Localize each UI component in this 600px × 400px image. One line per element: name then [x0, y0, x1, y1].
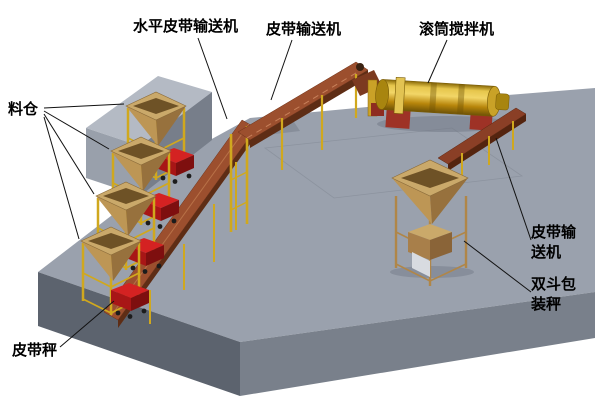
leader-line-packing-scale — [463, 240, 532, 293]
hopper-face-right — [430, 178, 468, 224]
conveyor-legs — [149, 162, 237, 324]
leader-line-belt-conveyor-right — [495, 137, 532, 241]
packing-hopper — [391, 159, 469, 224]
conveyor-tower — [229, 126, 249, 232]
leader-line-drum-mixer — [427, 39, 448, 84]
transfer-chute — [352, 70, 382, 96]
drum-band — [457, 84, 465, 115]
label-belt-conveyor-right: 皮带输送机 — [531, 224, 577, 261]
label-packing-scale: 双斗包装秤 — [531, 276, 577, 313]
bagging-panel — [412, 252, 430, 277]
platform-seam — [263, 127, 524, 199]
conveyor-side — [118, 128, 256, 328]
platform-side-face — [240, 292, 595, 396]
leader-line-belt-conveyor-top — [270, 39, 293, 101]
right-belt-conveyor — [437, 107, 527, 180]
mixer-pedestal-left — [385, 109, 411, 129]
leader-line-belt-scale — [59, 300, 115, 348]
conveyor-side — [448, 114, 526, 171]
label-drum-mixer: 滚筒搅拌机 — [419, 21, 495, 38]
hopper-opening — [401, 168, 459, 188]
wall-side — [140, 92, 212, 196]
belt-stripe — [110, 123, 250, 317]
long-belt-conveyor — [103, 119, 257, 328]
scale-shadow — [390, 266, 474, 278]
tower-crossbars — [230, 171, 248, 211]
drum-band — [429, 82, 437, 113]
mixer-pedestal-right — [469, 113, 493, 131]
head-pulley — [356, 63, 364, 71]
hopper-face-left — [392, 178, 432, 224]
drum-discharge — [495, 93, 510, 111]
label-horizontal-belt-conveyor: 水平皮带输送机 — [133, 18, 239, 35]
leader-line-silo-1 — [43, 103, 125, 109]
packing-scale-box — [408, 224, 452, 260]
label-belt-conveyor-top: 皮带输送机 — [266, 21, 342, 38]
platform-front-face — [38, 272, 240, 396]
drum-mixer — [367, 76, 510, 131]
conveyor-side — [250, 70, 368, 148]
leader-line-horizontal-conveyor — [197, 37, 228, 120]
inclined-belt-conveyor — [237, 61, 382, 170]
conveyor-belt — [237, 61, 369, 141]
drum-end-left — [375, 79, 389, 110]
leader-lines — [43, 37, 532, 348]
leader-line-silo-4 — [43, 116, 80, 240]
belt-truss — [246, 69, 362, 139]
leader-line-silo-3 — [43, 113, 95, 195]
leader-line-silo-2 — [43, 110, 110, 150]
label-silo: 料仓 — [8, 101, 39, 118]
scale-box-side — [430, 232, 452, 260]
conveyor-belt — [437, 107, 527, 165]
label-belt-scale: 皮带秤 — [12, 342, 58, 359]
packing-station — [391, 159, 469, 286]
drum-ring-gear — [393, 76, 406, 115]
